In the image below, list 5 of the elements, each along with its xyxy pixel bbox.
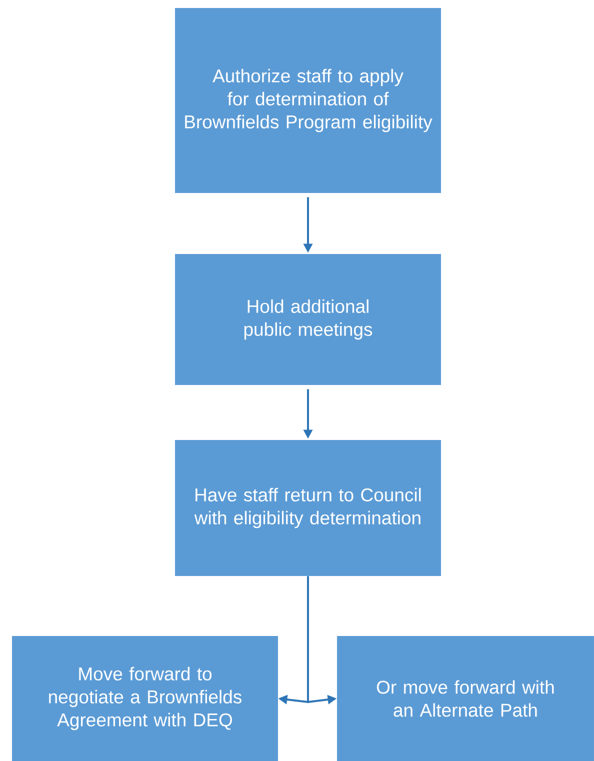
process-box: Authorize staff to apply for determination of Brownfields Program eligibility [175,8,441,193]
process-box: Have staff return to Council with eligibility determination [175,440,441,576]
process-box: Move forward to negotiate a Brownfields Agreement with DEQ [12,636,278,761]
process-box: Or move forward with an Alternate Path [337,636,594,761]
process-box: Hold additional public meetings [175,254,441,385]
